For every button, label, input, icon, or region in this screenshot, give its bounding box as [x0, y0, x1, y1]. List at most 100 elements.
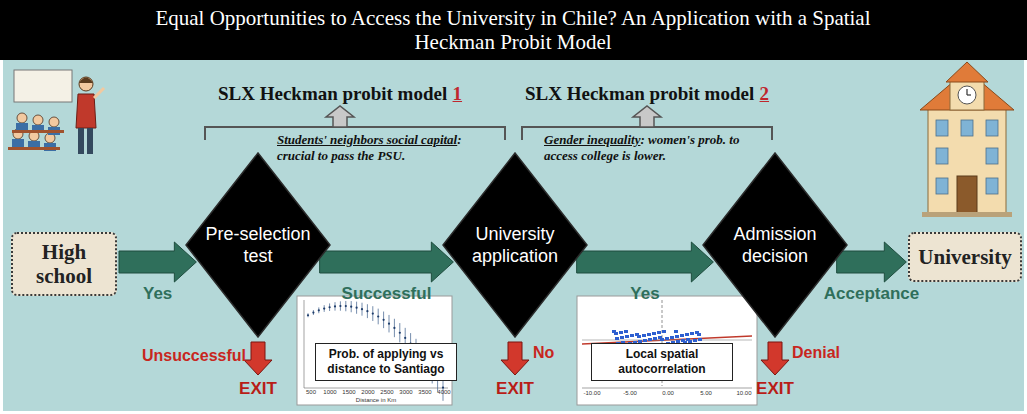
- axis-tick-label: 2500: [380, 389, 393, 395]
- scatter-point: [642, 334, 646, 337]
- error-bar: [362, 303, 363, 316]
- scatter-point: [614, 332, 618, 335]
- estimate-point: [356, 307, 358, 309]
- estimate-point: [345, 305, 347, 307]
- estimate-point: [323, 307, 325, 309]
- error-bar: [399, 323, 400, 342]
- note-text: Students' neighbors social capital: [277, 132, 457, 147]
- scatter-point: [698, 338, 702, 341]
- axis-tick-label: -10.00: [583, 390, 600, 396]
- exit-label: No: [533, 344, 554, 362]
- scatter-point: [670, 336, 674, 339]
- scatter-point: [690, 332, 694, 335]
- error-bar: [367, 304, 368, 318]
- axis-tick-label: 0.00: [662, 390, 674, 396]
- error-bar: [329, 303, 330, 311]
- error-bar: [356, 302, 357, 314]
- axis-tick-label: 5.00: [700, 390, 712, 396]
- axis-tick-label: Distance in Km: [356, 397, 396, 403]
- estimate-point: [339, 305, 341, 307]
- scatter-point: [675, 335, 679, 338]
- model-name: SLX Heckman probit model: [525, 83, 754, 104]
- scatter-point: [652, 332, 656, 335]
- scatter-point: [637, 335, 641, 338]
- estimate-point: [334, 305, 336, 307]
- flow-arrow: [320, 242, 454, 282]
- error-bar: [324, 305, 325, 312]
- edge-label: Acceptance: [824, 284, 919, 304]
- estimate-point: [383, 319, 385, 321]
- note-text: Gender inequality: [544, 132, 640, 147]
- edge-label: Yes: [630, 284, 659, 304]
- exit-label: EXIT: [756, 379, 794, 399]
- scatter-point: [615, 337, 619, 340]
- exit-label: EXIT: [239, 379, 277, 399]
- error-bar: [308, 313, 309, 317]
- flow-arrow: [837, 242, 907, 282]
- estimate-point: [307, 314, 309, 316]
- diamond-outline: [442, 152, 588, 338]
- finding-note: Students' neighbors social capital: cruc…: [277, 132, 469, 164]
- scatter-point: [624, 330, 628, 333]
- estimate-point: [329, 306, 331, 308]
- university-building-illustration: [920, 62, 1014, 217]
- axis-tick-label: 2000: [361, 389, 374, 395]
- model-name: SLX Heckman probit model: [218, 83, 447, 104]
- flow-arrow: [119, 242, 196, 282]
- estimate-point: [366, 310, 368, 312]
- axis-tick-label: 3500: [418, 389, 431, 395]
- node-text: University application: [459, 223, 571, 267]
- scatter-point: [647, 333, 651, 336]
- estimate-point: [350, 306, 352, 308]
- axis-tick-label: 4000: [437, 389, 450, 395]
- scatter-point: [685, 333, 689, 336]
- scatter-point: [620, 336, 624, 339]
- chart-caption-box: Local spatial autocorrelation: [591, 343, 733, 381]
- axis-tick-label: -5.00: [623, 390, 637, 396]
- diamond-outline: [185, 152, 331, 338]
- scatter-point: [662, 330, 666, 333]
- scatter-point: [665, 337, 669, 340]
- flow-arrow: [577, 242, 714, 282]
- edge-label: Successful: [342, 284, 432, 304]
- axis-tick-label: 3000: [399, 389, 412, 395]
- scatter-point: [693, 339, 697, 342]
- error-bar: [340, 301, 341, 310]
- error-bar: [335, 302, 336, 311]
- exit-label: Unsuccessful: [142, 347, 246, 365]
- exit-label: EXIT: [496, 379, 534, 399]
- model-heading: SLX Heckman probit model 2: [525, 83, 769, 105]
- edge-label: Yes: [143, 284, 172, 304]
- estimate-point: [318, 309, 320, 311]
- scatter-point: [660, 338, 664, 341]
- scatter-point: [643, 339, 647, 342]
- scatter-point: [625, 335, 629, 338]
- model-number: 1: [453, 83, 463, 104]
- estimate-point: [404, 337, 406, 339]
- node-text: Admission decision: [719, 223, 831, 267]
- node-text: Pre-selection test: [202, 223, 314, 267]
- scatter-point: [680, 334, 684, 337]
- estimate-point: [393, 327, 395, 329]
- scatter-point: [630, 334, 634, 337]
- scatter-point: [653, 337, 657, 340]
- hollow-up-arrow: [326, 106, 661, 127]
- decision-diamond: Pre-selection test: [185, 152, 331, 338]
- estimate-point: [377, 315, 379, 317]
- node-text: High school: [21, 240, 107, 288]
- finding-note: Gender inequality: women's prob. to acce…: [544, 132, 758, 164]
- diamond-outline: [702, 152, 848, 338]
- model-number: 2: [760, 83, 770, 104]
- axis-tick-label: 10.00: [736, 390, 751, 396]
- spatial-autocorrelation-chart: [577, 296, 757, 405]
- terminal-box: University: [908, 232, 1021, 282]
- estimate-point: [372, 312, 374, 314]
- axis-tick-label: 1500: [342, 389, 355, 395]
- scatter-point: [657, 331, 661, 334]
- model-heading: SLX Heckman probit model 1: [218, 83, 462, 105]
- estimate-point: [361, 308, 363, 310]
- estimate-point: [399, 332, 401, 334]
- decision-diamond: University application: [442, 152, 588, 338]
- error-bar: [389, 315, 390, 333]
